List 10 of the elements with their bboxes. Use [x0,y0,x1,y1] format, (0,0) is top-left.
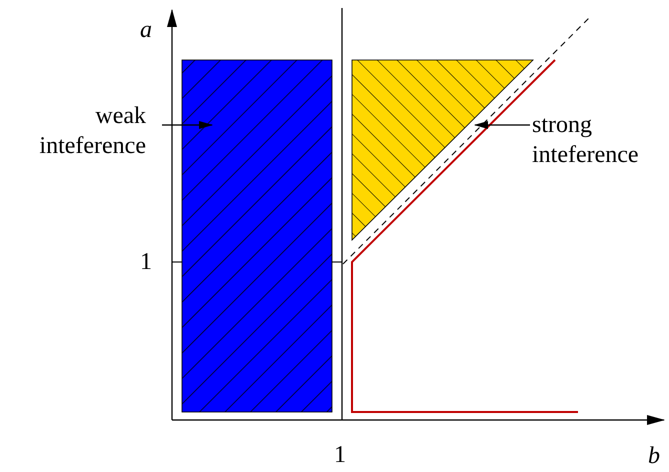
axis-label: a [140,16,152,44]
hatched-region [352,60,534,241]
region-label: weak inteference [16,101,146,161]
axis-label: b [648,442,660,470]
leader-arrow [474,121,530,129]
hatched-region [182,60,332,412]
axis-label: 1 [334,441,346,469]
axis-label: 1 [140,248,152,276]
region-label: strong inteference [532,110,667,170]
leader-arrow [162,121,213,129]
